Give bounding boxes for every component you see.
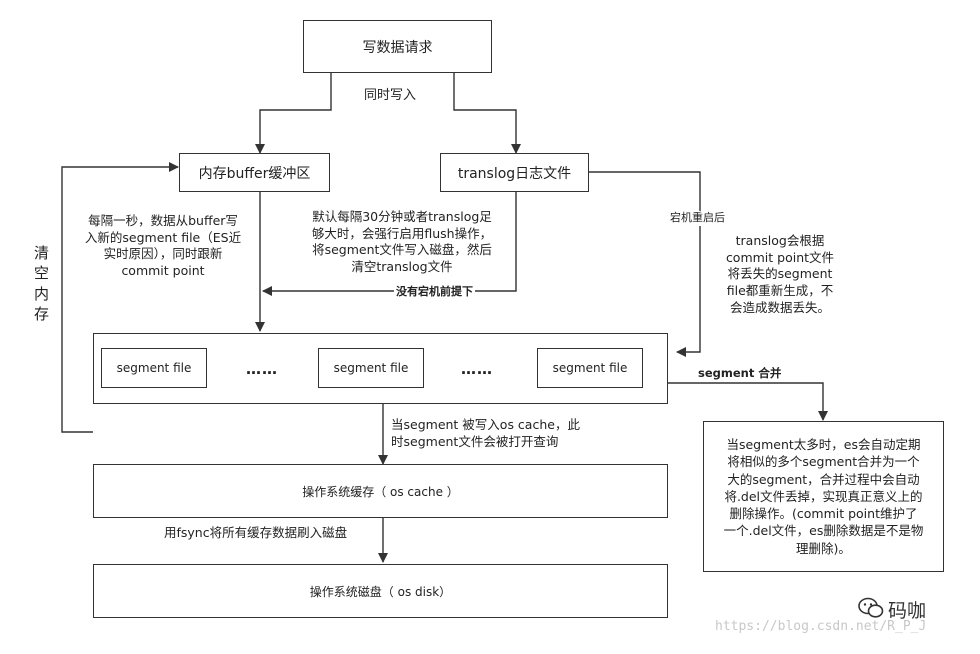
every-second-line: 入新的segment file（ES近 — [84, 229, 242, 245]
segment-file-2: segment file — [318, 348, 424, 388]
write-request-box: 写数据请求 — [303, 20, 492, 73]
arrow-clear-memory — [61, 162, 179, 433]
os-cache-label: 操作系统缓存（ os cache ） — [302, 484, 459, 499]
clear-memory-label: 清 空 内 存 — [34, 243, 49, 324]
flush-line: 够大时，会强行启用flush操作， — [311, 225, 493, 241]
os-cache-note-line: 时segment文件会被打开查询 — [391, 433, 559, 449]
every-second-line: 每隔一秒，数据从buffer写 — [88, 213, 238, 228]
merge-note-line: 大的segment，合并过程中会自动 — [727, 471, 920, 487]
os-cache-box: 操作系统缓存（ os cache ） — [93, 464, 668, 518]
arrow-request-to-translog — [453, 73, 521, 154]
watermark-url: https://blog.csdn.net/R_P_J — [715, 619, 927, 634]
arrow-segment-merge — [668, 382, 828, 421]
segment-file-1: segment file — [101, 348, 207, 388]
clear-memory-char: 存 — [34, 304, 50, 323]
no-crash-label: 没有宕机前提下 — [394, 285, 475, 300]
merge-note-line: 理删除)。 — [796, 540, 851, 556]
arrow-translog-recover — [589, 171, 701, 357]
after-crash-label: 宕机重启后 — [668, 211, 727, 226]
arrow-request-to-buffer — [255, 73, 332, 154]
os-cache-note: 当segment 被写入os cache，此 时segment文件会被打开查询 — [391, 417, 580, 450]
every-second-line: 实时原因），同时跟新 — [103, 246, 223, 262]
every-second-line: commit point — [121, 262, 205, 278]
memory-buffer-box: 内存buffer缓冲区 — [179, 153, 330, 192]
merge-note-line: 一个.del文件，es删除数据是不是物 — [723, 523, 924, 539]
clear-memory-char: 清 — [34, 244, 50, 262]
fsync-label: 用fsync将所有缓存数据刷入磁盘 — [164, 525, 348, 540]
write-request-label: 写数据请求 — [362, 39, 433, 56]
segment-file-2-label: segment file — [333, 361, 409, 375]
watermark-brand-text: 码咖 — [888, 600, 927, 623]
merge-note-line: 删除操作。(commit point维护了 — [729, 506, 918, 522]
translog-recover-line: translog会根据 — [735, 233, 825, 248]
merge-note-line: 将相似的多个segment合并为一个 — [727, 454, 920, 470]
segment-file-3: segment file — [537, 348, 643, 388]
clear-memory-char: 内 — [34, 284, 50, 303]
merge-note-box: 当segment太多时，es会自动定期 将相似的多个segment合并为一个 大… — [703, 421, 944, 572]
every-second-note: 每隔一秒，数据从buffer写 入新的segment file（ES近 实时原因… — [72, 213, 254, 280]
translog-recover-note: translog会根据 commit point文件 将丢失的segment f… — [710, 233, 850, 316]
arrow-translog-flush — [262, 192, 517, 296]
flush-line: 将segment文件写入磁盘，然后 — [312, 242, 492, 258]
os-disk-box: 操作系统磁盘（ os disk） — [93, 564, 668, 618]
segment-file-3-label: segment file — [552, 361, 628, 375]
merge-note-line: 当segment太多时，es会自动定期 — [726, 437, 921, 453]
segment-file-1-label: segment file — [116, 361, 192, 375]
translog-label: translog日志文件 — [457, 165, 572, 182]
translog-box: translog日志文件 — [440, 153, 589, 192]
flush-line: 清空translog文件 — [351, 258, 453, 274]
watermark-brand: 码咖 — [858, 597, 926, 626]
wechat-icon — [858, 597, 884, 626]
clear-memory-char: 空 — [34, 264, 50, 283]
flush-line: 默认每隔30分钟或者translog足 — [312, 209, 492, 224]
os-cache-note-line: 当segment 被写入os cache，此 — [391, 417, 580, 432]
ellipsis-2: …… — [461, 360, 493, 378]
segment-merge-label: segment 合并 — [698, 366, 782, 380]
translog-recover-line: commit point文件 — [725, 249, 835, 265]
ellipsis-1: …… — [246, 360, 278, 378]
translog-recover-line: file都重新生成，不 — [726, 282, 834, 298]
os-disk-label: 操作系统磁盘（ os disk） — [309, 584, 452, 599]
memory-buffer-label: 内存buffer缓冲区 — [198, 165, 311, 182]
merge-note-line: 将.del文件丢掉，实现真正意义上的 — [724, 488, 923, 504]
translog-recover-line: 会造成数据丢失。 — [729, 299, 830, 315]
flush-note: 默认每隔30分钟或者translog足 够大时，会强行启用flush操作， 将s… — [292, 209, 512, 276]
translog-recover-line: 将丢失的segment — [727, 266, 833, 282]
simultaneous-write-label: 同时写入 — [364, 88, 417, 103]
